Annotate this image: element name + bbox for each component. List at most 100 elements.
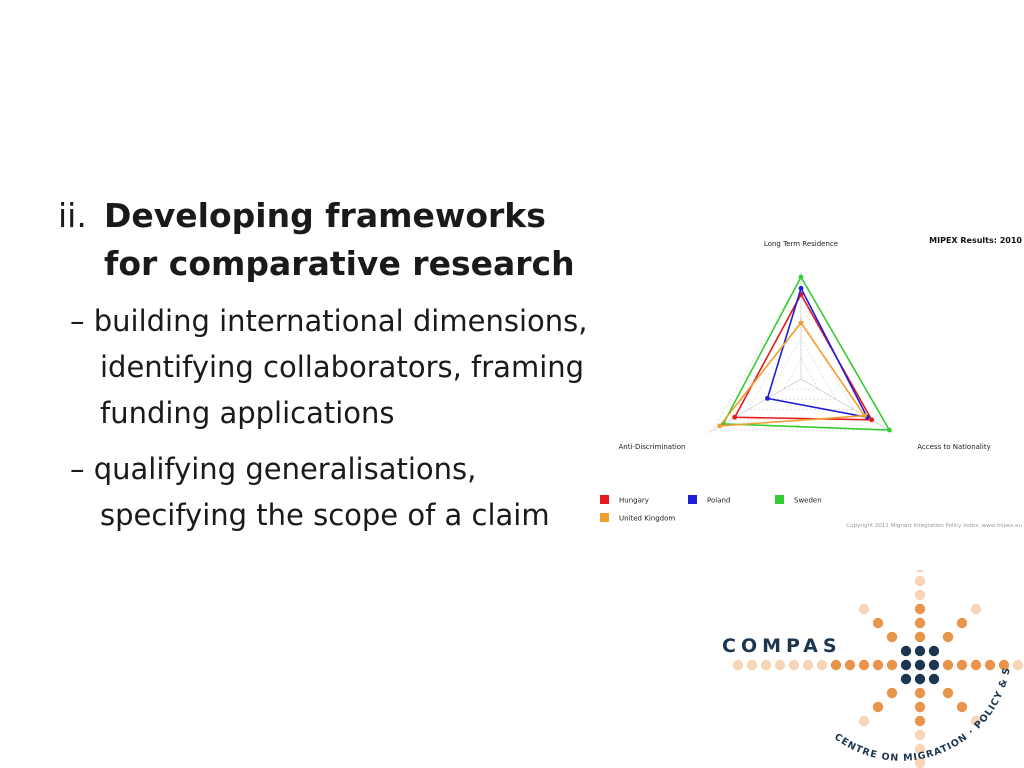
logo-svg: COMPAS CENTRE ON MIGRATION · POLICY & SO… bbox=[712, 570, 1024, 768]
legend-swatch bbox=[775, 495, 784, 504]
bullet-item-1: – building international dimensions, ide… bbox=[58, 298, 618, 436]
radar-axis-line bbox=[800, 378, 894, 433]
logo-dot bbox=[774, 659, 786, 671]
compas-logo: COMPAS CENTRE ON MIGRATION · POLICY & SO… bbox=[712, 570, 1024, 768]
legend-label: Sweden bbox=[794, 497, 822, 505]
logo-wordmark: COMPAS bbox=[722, 635, 842, 657]
radar-series-group bbox=[717, 274, 892, 433]
legend-label: Poland bbox=[707, 497, 730, 505]
data-point bbox=[732, 414, 738, 420]
bullet-text: qualifying generalisations, specifying t… bbox=[93, 452, 550, 532]
logo-dot bbox=[928, 659, 940, 671]
logo-dot bbox=[900, 673, 912, 685]
data-point bbox=[886, 427, 892, 433]
chart-title: MIPEX Results: 2010 bbox=[929, 236, 1022, 245]
legend-label: Hungary bbox=[619, 497, 649, 505]
data-point bbox=[798, 320, 804, 326]
logo-dot bbox=[830, 659, 842, 671]
logo-dot bbox=[914, 687, 926, 699]
logo-dot bbox=[844, 659, 856, 671]
logo-dot bbox=[914, 729, 926, 741]
legend-swatch bbox=[688, 495, 697, 504]
logo-dot bbox=[915, 570, 925, 573]
bullet-dash: – bbox=[70, 304, 85, 338]
mipex-radar-chart: MIPEX Results: 2010 Long Term Residence … bbox=[592, 226, 1024, 538]
logo-dot bbox=[746, 659, 758, 671]
heading-title: Developing frameworks for comparative re… bbox=[104, 192, 575, 288]
legend-label: United Kingdom bbox=[619, 515, 675, 523]
logo-dot bbox=[970, 659, 982, 671]
logo-dot bbox=[900, 645, 912, 657]
heading-line-1: Developing frameworks bbox=[104, 196, 546, 235]
radar-svg: MIPEX Results: 2010 Long Term Residence … bbox=[600, 236, 1022, 529]
logo-dot bbox=[858, 603, 870, 615]
logo-dot bbox=[928, 645, 940, 657]
chart-copyright: Copyright 2011 Migrant Integration Polic… bbox=[846, 523, 1022, 529]
logo-dot bbox=[914, 701, 926, 713]
logo-dot bbox=[984, 659, 996, 671]
heading-number: ii. bbox=[58, 196, 87, 235]
axis-label-long-term-residence: Long Term Residence bbox=[764, 240, 838, 248]
logo-dot bbox=[816, 659, 828, 671]
legend-swatch bbox=[600, 513, 609, 522]
logo-dot bbox=[970, 603, 982, 615]
logo-dot bbox=[914, 603, 926, 615]
bullet-dash: – bbox=[70, 452, 85, 486]
heading-line-2: for comparative research bbox=[104, 244, 575, 283]
logo-dot bbox=[872, 701, 884, 713]
series-united-kingdom bbox=[717, 321, 867, 427]
legend-swatch bbox=[600, 495, 609, 504]
logo-dot bbox=[956, 617, 968, 629]
data-point bbox=[798, 285, 804, 291]
data-point bbox=[765, 395, 770, 401]
series-hungary bbox=[733, 292, 874, 421]
logo-dot bbox=[760, 659, 772, 671]
logo-dot bbox=[1012, 659, 1024, 671]
logo-dot bbox=[914, 589, 926, 601]
logo-dot bbox=[914, 617, 926, 629]
logo-dot bbox=[914, 757, 926, 768]
logo-dot bbox=[970, 715, 982, 727]
logo-dot bbox=[858, 659, 870, 671]
data-point bbox=[717, 423, 723, 429]
logo-dot bbox=[886, 631, 898, 643]
logo-dot bbox=[998, 659, 1010, 671]
logo-dot bbox=[914, 715, 926, 727]
logo-dot bbox=[858, 715, 870, 727]
logo-dot bbox=[914, 673, 926, 685]
logo-dot bbox=[914, 575, 926, 587]
logo-dot bbox=[914, 645, 926, 657]
logo-dot bbox=[942, 687, 954, 699]
slide-content: ii. Developing frameworks for comparativ… bbox=[58, 192, 618, 538]
axis-label-access-to-nationality: Access to Nationality bbox=[917, 443, 990, 451]
logo-dot bbox=[872, 659, 884, 671]
logo-dot bbox=[914, 631, 926, 643]
logo-dot bbox=[872, 617, 884, 629]
radar-grid-ring bbox=[765, 337, 837, 400]
logo-dot bbox=[732, 659, 744, 671]
logo-dot bbox=[942, 631, 954, 643]
data-point bbox=[869, 417, 875, 423]
slide-heading: ii. Developing frameworks for comparativ… bbox=[58, 192, 618, 288]
logo-dot bbox=[914, 743, 926, 755]
radar-grid-ring bbox=[782, 357, 820, 390]
logo-dot bbox=[942, 659, 954, 671]
logo-dot-pattern bbox=[732, 570, 1024, 768]
radar-grid-ring bbox=[747, 317, 855, 410]
data-point bbox=[798, 274, 804, 280]
series-sweden bbox=[721, 275, 891, 431]
logo-dot bbox=[802, 659, 814, 671]
logo-dot bbox=[886, 687, 898, 699]
logo-dot bbox=[900, 659, 912, 671]
logo-dot bbox=[928, 673, 940, 685]
bullet-text: building international dimensions, ident… bbox=[93, 304, 588, 430]
axis-label-anti-discrimination: Anti-Discrimination bbox=[619, 443, 686, 451]
data-point bbox=[862, 413, 868, 419]
logo-dot bbox=[956, 659, 968, 671]
logo-dot bbox=[956, 701, 968, 713]
logo-dot bbox=[886, 659, 898, 671]
logo-dot bbox=[788, 659, 800, 671]
bullet-item-2: – qualifying generalisations, specifying… bbox=[58, 446, 618, 538]
logo-dot bbox=[914, 659, 926, 671]
